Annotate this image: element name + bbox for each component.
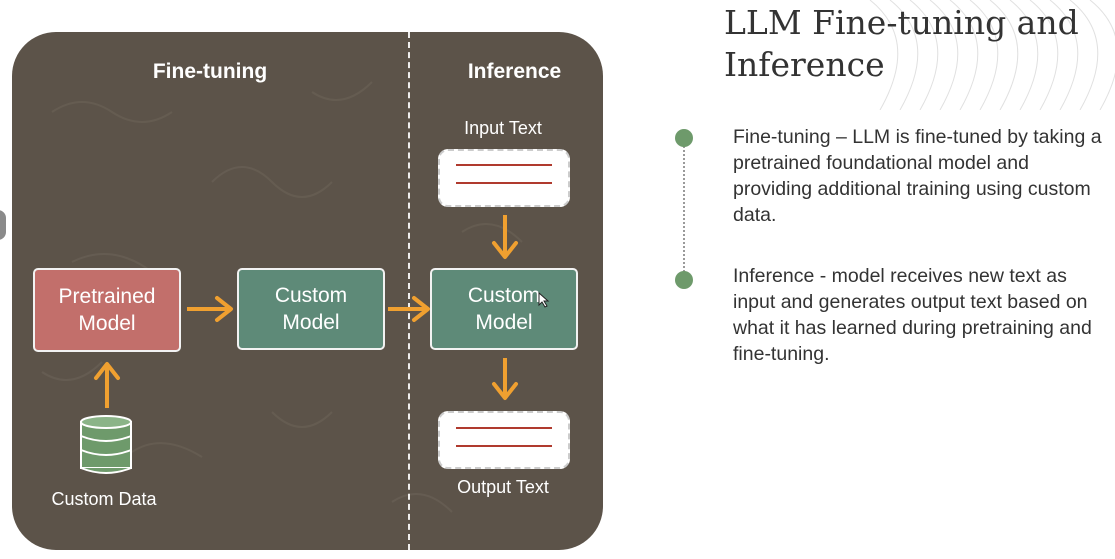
text-line <box>456 445 552 447</box>
mouse-cursor-icon <box>538 292 550 308</box>
bullet-dot <box>675 271 693 289</box>
custom-model-inference-box: Custom Model <box>430 268 578 350</box>
text-line <box>456 182 552 184</box>
input-text-label: Input Text <box>464 118 542 138</box>
arrow-up-icon <box>94 362 120 408</box>
pretrained-model-box: Pretrained Model <box>33 268 181 352</box>
timeline-line <box>683 138 685 280</box>
custom-data-label: Custom Data <box>51 489 157 509</box>
slide-title: LLM Fine-tuning and Inference <box>724 3 1079 84</box>
output-text-label: Output Text <box>457 477 549 497</box>
input-text-card <box>438 149 570 207</box>
text-line <box>456 427 552 429</box>
inference-title: Inference <box>467 60 562 83</box>
custom-model-finetune-box: Custom Model <box>237 268 385 350</box>
finetuning-title: Fine-tuning <box>152 60 268 83</box>
decorative-pattern <box>869 0 1115 110</box>
diagram-panel: Fine-tuning Inference Input Text Pretrai… <box>12 32 603 550</box>
arrow-right-icon <box>388 296 430 322</box>
scroll-handle[interactable] <box>0 210 6 240</box>
bullet-finetuning: Fine-tuning – LLM is fine-tuned by takin… <box>733 126 1102 226</box>
output-text-card <box>438 411 570 469</box>
bullet-inference: Inference - model receives new text as i… <box>733 265 1092 365</box>
panel-texture <box>41 81 543 513</box>
arrow-right-icon <box>187 296 233 322</box>
database-icon <box>80 415 132 474</box>
arrow-down-icon <box>492 358 518 400</box>
arrow-down-icon <box>492 215 518 259</box>
bullet-dot <box>675 129 693 147</box>
section-divider <box>408 32 410 550</box>
text-line <box>456 164 552 166</box>
